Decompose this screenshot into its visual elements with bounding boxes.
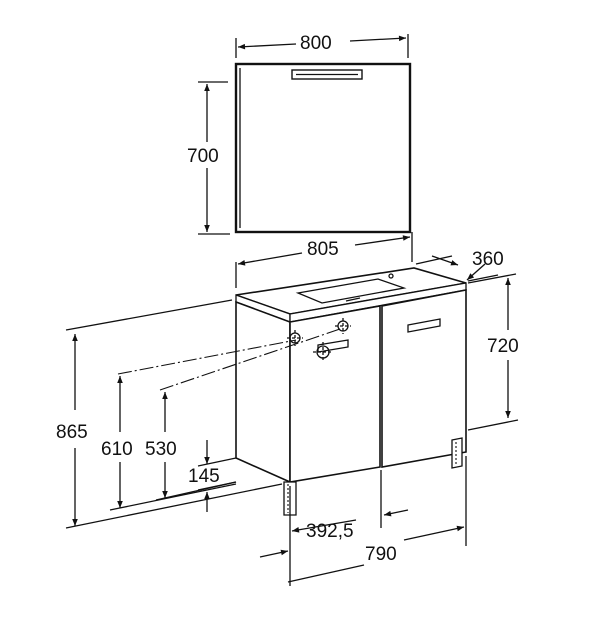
right-door-handle xyxy=(407,318,441,333)
dim-label-392-5: 392,5 xyxy=(306,521,354,542)
dim-label-360: 360 xyxy=(472,249,504,270)
dim-basin-width: 805 xyxy=(235,232,413,288)
dim-label-530: 530 xyxy=(145,439,177,460)
dim-leg-height: 145 xyxy=(188,440,237,512)
mirror-light-icon xyxy=(291,69,363,80)
dim-label-805: 805 xyxy=(307,239,339,260)
dim-mirror-height: 700 xyxy=(187,81,230,235)
cabinet-side xyxy=(235,300,291,484)
dim-label-800: 800 xyxy=(300,33,332,54)
left-door xyxy=(289,305,381,483)
tap-connection-icon xyxy=(287,318,351,362)
dim-mirror-width: 800 xyxy=(235,33,409,58)
dim-label-790: 790 xyxy=(365,544,397,565)
dim-cabinet-width: 790 xyxy=(259,456,467,583)
dim-label-145: 145 xyxy=(188,466,220,487)
dim-label-720: 720 xyxy=(487,336,519,357)
dim-label-865: 865 xyxy=(56,422,88,443)
reference-lines xyxy=(117,327,344,391)
mirror xyxy=(234,62,412,234)
dim-label-700: 700 xyxy=(187,146,219,167)
dim-label-610: 610 xyxy=(101,439,133,460)
vanity-unit xyxy=(235,267,467,516)
dim-depth: 360 xyxy=(415,249,504,282)
dim-tap-height-high: 610 xyxy=(101,376,237,511)
dim-total-height: 865 xyxy=(56,299,283,529)
dim-half-width: 392,5 xyxy=(289,470,409,586)
right-door xyxy=(381,289,467,468)
dim-cabinet-height: 720 xyxy=(467,273,519,431)
basin-bowl xyxy=(295,278,407,304)
leg-front-right xyxy=(451,437,463,469)
